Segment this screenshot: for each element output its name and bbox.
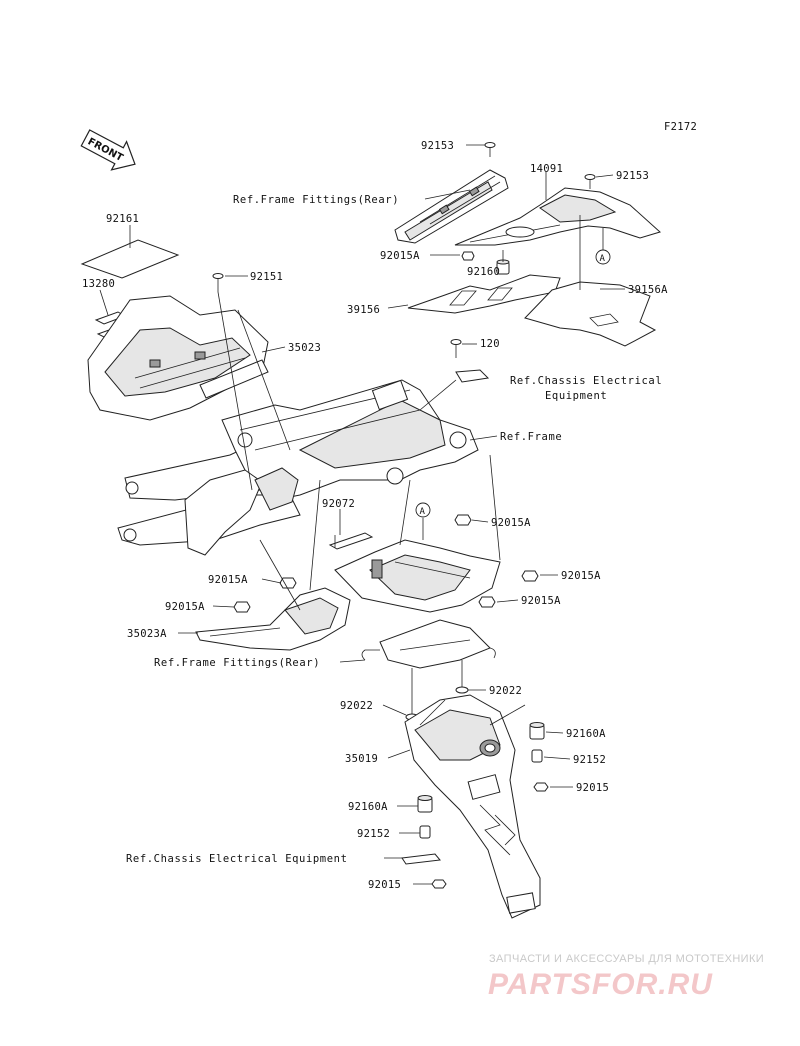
marker-a-mid-label: A [420, 507, 426, 517]
grommet-92160 [496, 259, 510, 275]
label-92152-right: 92152 [573, 754, 606, 766]
label-92152-left: 92152 [357, 828, 390, 840]
ref-chassis-electrical-line2: Equipment [545, 390, 607, 402]
label-92015A-c: 92015A [561, 570, 601, 582]
washer-92022-right [455, 686, 469, 694]
nut-92015-right [533, 782, 549, 792]
label-92015A-e: 92015A [208, 574, 248, 586]
label-39156A: 39156A [628, 284, 668, 296]
label-92015A-d: 92015A [521, 595, 561, 607]
clamp-bottom [401, 853, 441, 865]
marker-a-mid: A [415, 502, 431, 518]
ref-frame-fittings-rear-top: Ref.Frame Fittings(Rear) [233, 194, 399, 206]
screw-92153-right [584, 174, 596, 189]
nut-92015-left [431, 879, 447, 889]
label-92153-top: 92153 [421, 140, 454, 152]
label-92153-right: 92153 [616, 170, 649, 182]
ref-chassis-electrical-line1: Ref.Chassis Electrical [510, 375, 662, 387]
marker-a-top-label: A [600, 254, 606, 264]
label-92015-left: 92015 [368, 879, 401, 891]
nut-92015A-left2 [233, 601, 251, 613]
grommet-92160A-right [529, 722, 545, 740]
rear-seat-bracket-14091 [394, 169, 509, 244]
label-35019: 35019 [345, 753, 378, 765]
sticker-92161 [80, 239, 180, 279]
label-92072: 92072 [322, 498, 355, 510]
strap-92072 [328, 532, 374, 550]
ref-frame-fittings-rear-mid: Ref.Frame Fittings(Rear) [154, 657, 320, 669]
collar-92152-right [531, 749, 543, 763]
label-39156: 39156 [347, 304, 380, 316]
clamp-120 [450, 339, 490, 383]
watermark-tagline: ЗАПЧАСТИ И АКСЕССУАРЫ ДЛЯ МОТОТЕХНИКИ [489, 953, 764, 965]
frame-fittings-bracket [361, 619, 496, 669]
pad-39156 [407, 274, 561, 314]
label-13280: 13280 [82, 278, 115, 290]
ref-frame: Ref.Frame [500, 431, 562, 443]
label-92160A-right: 92160A [566, 728, 606, 740]
label-92160A-left: 92160A [348, 801, 388, 813]
front-arrow-icon: FRONT [80, 129, 136, 171]
screw-92153-top [484, 142, 496, 157]
label-92151: 92151 [250, 271, 283, 283]
pad-39156A [524, 281, 657, 347]
label-92022-right: 92022 [489, 685, 522, 697]
nut-92015A-mid3 [478, 596, 496, 608]
nut-92015A-mid2 [521, 570, 539, 582]
label-14091: 14091 [530, 163, 563, 175]
figure-code: F2172 [664, 121, 697, 133]
collar-92152-left [419, 825, 431, 839]
label-92015A-f: 92015A [165, 601, 205, 613]
rear-fender-35019 [404, 694, 541, 919]
label-92015-right: 92015 [576, 782, 609, 794]
grommet-92160A-left [417, 795, 433, 813]
label-92015A-b: 92015A [491, 517, 531, 529]
watermark-brand: PARTSFOR.RU [488, 968, 713, 1001]
bracket-35023A [195, 587, 351, 651]
rear-cover-14091 [454, 187, 661, 246]
label-92022-left: 92022 [340, 700, 373, 712]
label-35023A: 35023A [127, 628, 167, 640]
label-35023: 35023 [288, 342, 321, 354]
label-92160: 92160 [467, 266, 500, 278]
label-92015A-a: 92015A [380, 250, 420, 262]
bolt-92151 [212, 273, 224, 292]
marker-a-top: A [595, 249, 611, 265]
nut-92015A-mid1 [454, 514, 472, 526]
label-92161: 92161 [106, 213, 139, 225]
leader-lines [99, 144, 625, 885]
tray-35023 [87, 295, 269, 421]
label-120: 120 [480, 338, 500, 350]
rear-frame [117, 379, 479, 556]
ref-chassis-electrical-bottom: Ref.Chassis Electrical Equipment [126, 853, 348, 865]
nut-92015A-top [461, 251, 475, 261]
battery-case [334, 539, 501, 613]
